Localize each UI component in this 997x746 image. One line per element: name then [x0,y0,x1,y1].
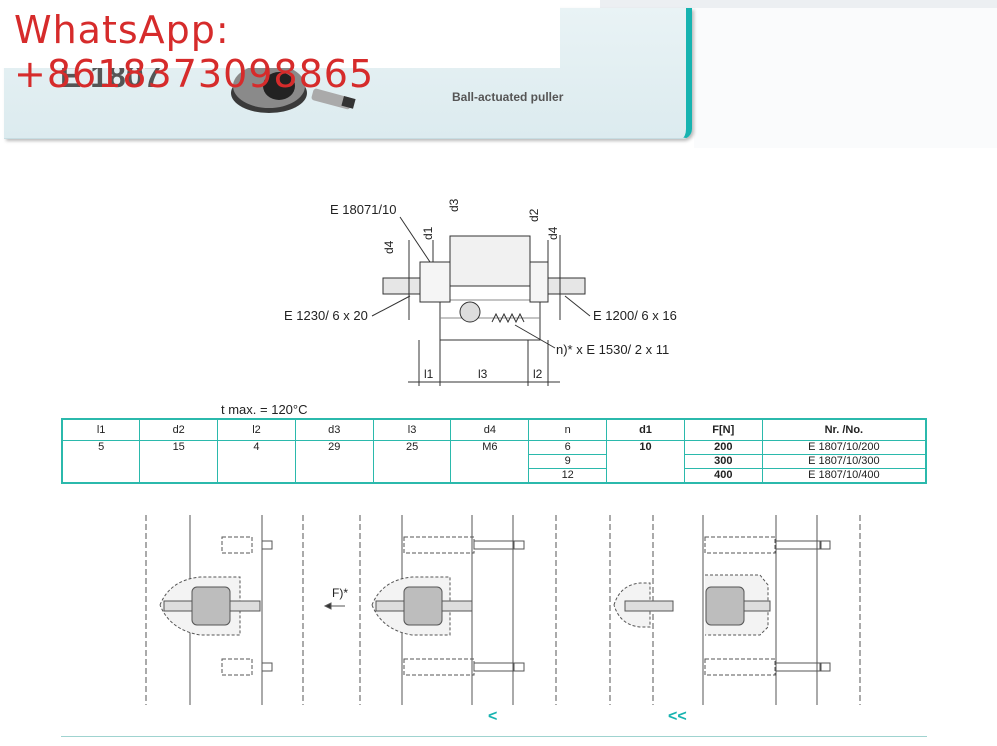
label-d3: d3 [447,198,461,212]
table-row: 9 300 E 1807/10/300 [62,454,926,469]
cell-l3: 25 [372,440,451,483]
header-l1: l1 [62,419,140,441]
cell-nr: E 1807/10/400 [761,468,926,483]
label-d1: d1 [421,226,435,240]
cell-n: 6 [528,440,607,455]
label-l2: l2 [533,367,543,381]
label-d4-left: d4 [382,240,396,254]
header-d1: d1 [606,419,685,441]
nav-prev-link[interactable]: < [488,708,498,725]
nav-first-link[interactable]: << [668,708,687,725]
cell-d4: M6 [450,440,529,483]
label-e1230: E 1230/ 6 x 20 [284,308,368,323]
max-temperature: t max. = 120°C [221,402,308,417]
cell-nr: E 1807/10/200 [761,440,926,455]
label-e1200: E 1200/ 6 x 16 [593,308,677,323]
cell-d2: 15 [139,440,218,483]
step-4-drawing [702,515,861,705]
step-1-drawing [145,515,304,705]
header-l2: l2 [217,419,296,441]
cell-n: 12 [528,468,607,483]
header-d3: d3 [294,419,374,441]
header-nr: Nr. /No. [761,419,926,441]
header-l3: l3 [372,419,451,441]
top-strip [600,0,997,8]
product-subtitle: Ball-actuated puller [452,90,564,104]
label-e1530: n)* x E 1530/ 2 x 11 [556,342,669,357]
product-photo [231,64,356,113]
cell-force: 400 [683,468,763,483]
cell-force: 300 [683,454,763,469]
header-force: F[N] [683,419,763,441]
cell-d1: 10 [606,440,685,483]
label-d2: d2 [527,208,541,222]
watermark-text: WhatsApp: +8618373098865 [14,8,375,96]
cell-n: 9 [528,454,607,469]
table-row: 5 15 4 29 25 M6 6 10 200 E 1807/10/200 [62,440,926,483]
spec-table: l1 d2 l2 d3 l3 d4 n d1 F[N] Nr. /No. 5 1… [61,418,927,484]
label-l3: l3 [478,367,488,381]
right-panel [694,8,997,148]
step-2-drawing [359,515,557,705]
cell-l1: 5 [98,441,105,453]
usage-sequence-drawing: F)* [145,515,861,705]
label-d4-right: d4 [546,226,560,240]
force-label: F)* [332,586,348,600]
cell-d3: 29 [294,440,374,483]
label-e18071: E 18071/10 [330,202,397,217]
cell-nr: E 1807/10/300 [761,454,926,469]
header-d4: d4 [450,419,529,441]
step-3-drawing [609,515,674,705]
cell-l2: 4 [217,440,296,483]
cell-force: 200 [683,440,763,455]
header-n: n [528,419,607,441]
technical-drawing: E 18071/10 E 1230/ 6 x 20 E 1200/ 6 x 16… [284,198,677,386]
watermark-banner: WhatsApp: +8618373098865 [0,0,560,96]
table-row: 12 400 E 1807/10/400 [62,468,926,483]
bottom-divider [61,736,927,737]
label-l1: l1 [424,367,434,381]
table-header-row: l1 d2 l2 d3 l3 d4 n d1 F[N] Nr. /No. [62,419,926,441]
header-d2: d2 [139,419,218,441]
